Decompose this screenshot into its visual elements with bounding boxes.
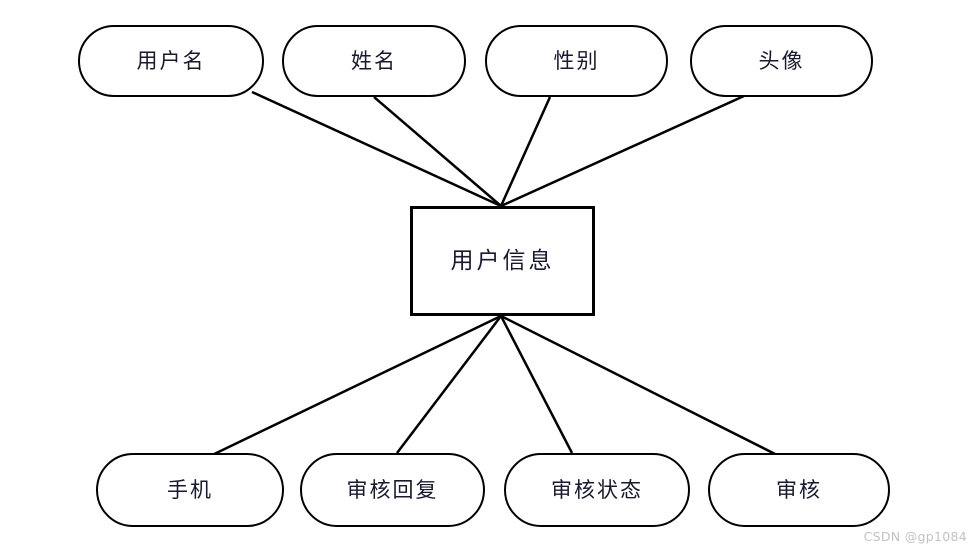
- bottom-connector-group: [205, 314, 784, 460]
- attribute-node-review-status[interactable]: 审核状态: [504, 453, 690, 527]
- entity-node-user-info[interactable]: 用户信息: [410, 206, 595, 316]
- attribute-node-phone[interactable]: 手机: [96, 453, 284, 527]
- connector-username-to-entity: [251, 90, 502, 208]
- attribute-node-review-reply[interactable]: 审核回复: [300, 453, 485, 527]
- attribute-label-review-reply: 审核回复: [346, 477, 439, 502]
- attribute-node-avatar[interactable]: 头像: [690, 25, 873, 97]
- attribute-label-realname: 姓名: [351, 48, 397, 73]
- connector-entity-to-review: [500, 314, 784, 460]
- watermark-text: CSDN @gp1084: [863, 529, 967, 544]
- connector-avatar-to-entity: [500, 94, 745, 208]
- connector-gender-to-entity: [499, 96, 552, 207]
- connector-realname-to-entity: [373, 96, 502, 207]
- connector-entity-to-review-status: [499, 315, 574, 454]
- attribute-label-username: 用户名: [136, 48, 206, 73]
- attribute-label-review-status: 审核状态: [551, 477, 643, 502]
- connector-entity-to-phone: [205, 314, 502, 460]
- connector-entity-to-review-reply: [396, 315, 502, 454]
- top-connector-group: [251, 90, 745, 208]
- attribute-node-username[interactable]: 用户名: [78, 25, 264, 97]
- entity-label-user-info: 用户信息: [450, 247, 555, 274]
- attribute-label-gender: 性别: [553, 48, 600, 73]
- attribute-node-realname[interactable]: 姓名: [282, 25, 466, 97]
- attribute-label-review: 审核: [776, 477, 822, 502]
- attribute-label-phone: 手机: [167, 477, 213, 502]
- attribute-label-avatar: 头像: [758, 48, 805, 73]
- attribute-node-review[interactable]: 审核: [708, 453, 890, 527]
- attribute-node-gender[interactable]: 性别: [485, 25, 668, 97]
